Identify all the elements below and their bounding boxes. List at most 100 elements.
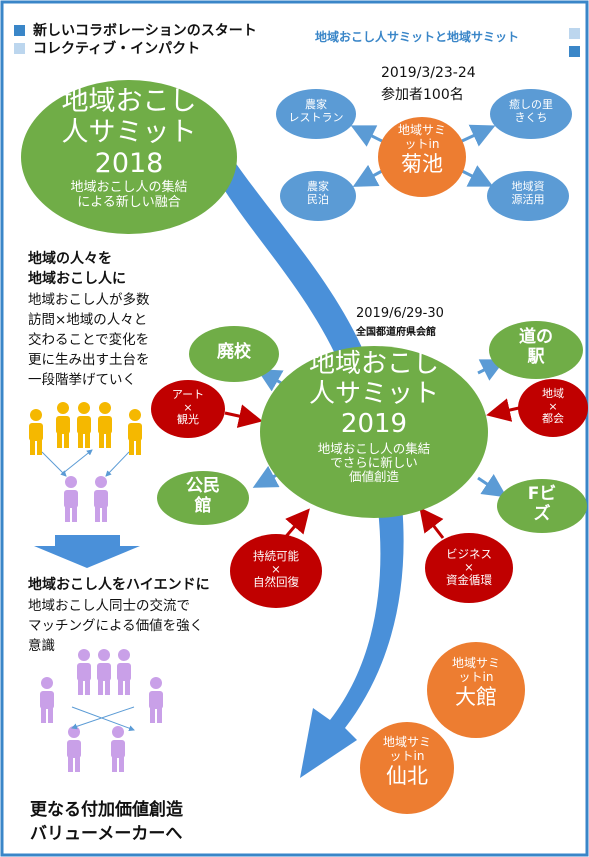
kikuchi-arrow-4 xyxy=(461,165,494,187)
header-line-2: コレクティブ・インパクト xyxy=(33,41,201,57)
business-l1: ビジネス xyxy=(446,547,492,561)
kikuchi-node-4-l1: 地域資 xyxy=(511,180,545,193)
fbiz-l1: Fビ xyxy=(527,484,557,504)
senboku-line-1: 地域サミ xyxy=(382,735,431,749)
business-l2: × xyxy=(464,560,474,575)
left-heading-2: 地域おこし人に xyxy=(28,271,126,287)
kouminkan-node xyxy=(157,471,249,525)
michinoeki-node xyxy=(489,321,583,379)
kikuchi-line-1: 地域サミ xyxy=(397,123,446,137)
summit-2019-venue: 全国都道府県会館 xyxy=(356,327,436,338)
header-bullet-2 xyxy=(14,43,25,54)
jizoku-l1: 持続可能 xyxy=(253,549,299,563)
left-body-line: 交わることで変化を xyxy=(28,332,150,348)
down-arrow xyxy=(34,535,140,568)
summit-2019-title-1: 地域おこし xyxy=(308,349,439,379)
header-bullet-1 xyxy=(14,25,25,36)
left-body2-line: 意識 xyxy=(28,638,55,654)
kikuchi-node-2 xyxy=(490,89,572,139)
chiiki-l1: 地域 xyxy=(542,387,564,400)
summit-2018-label: 地域おこし 人サミット 2018 地域おこし人の集結 による新しい融合 xyxy=(21,86,237,211)
kikuchi-participants: 参加者100名 xyxy=(381,87,464,103)
kikuchi-arrow-1 xyxy=(350,125,383,147)
summit-2019-sub-1: 地域おこし人の集結 xyxy=(317,440,431,456)
kouminkan-l1: 公民 xyxy=(186,476,220,496)
haikou-label: 廃校 xyxy=(189,342,279,363)
kikuchi-node-2-l1: 癒しの里 xyxy=(509,98,553,111)
kikuchi-arrow-2 xyxy=(461,124,496,147)
left-heading-1: 地域の人々を xyxy=(28,251,112,267)
arrow-to-fbiz xyxy=(477,474,507,498)
art-l3: 観光 xyxy=(177,413,199,427)
summit-2019-sub-2: でさらに新しい xyxy=(330,455,418,471)
chiiki-l3: 都会 xyxy=(542,412,564,426)
kikuchi-label: 地域サミ ットin 菊池 xyxy=(378,123,466,176)
left-body-1: 地域おこし人が多数 訪問×地域の人々と 交わることで変化を 更に生み出す土台を … xyxy=(28,290,150,390)
odate-name: 大館 xyxy=(455,684,497,709)
jizoku-l2: × xyxy=(271,562,281,577)
art-l1: アート xyxy=(171,388,205,401)
arrow-from-art xyxy=(224,404,263,428)
kikuchi-name: 菊池 xyxy=(401,151,443,176)
art-node xyxy=(151,380,225,438)
left-body-line: 地域おこし人が多数 xyxy=(28,292,150,308)
left-body-line: 更に生み出す土台を xyxy=(28,352,150,368)
fbiz-label: Fビ ズ xyxy=(497,484,587,524)
left-body2-line: マッチングによる価値を強く xyxy=(28,618,204,634)
kikuchi-node-4-label: 地域資 源活用 xyxy=(487,180,569,206)
people-group-1 xyxy=(29,402,142,522)
kikuchi-node-2-l2: きくち xyxy=(514,110,548,124)
chiiki-node xyxy=(518,379,588,437)
chiiki-l2: × xyxy=(548,399,558,413)
fbiz-l2: ズ xyxy=(533,503,551,524)
summit-2019-title-2: 人サミット xyxy=(308,378,439,409)
kikuchi-node-3 xyxy=(280,171,356,221)
kouminkan-label: 公民 館 xyxy=(157,476,249,516)
senboku-line-2: ットin xyxy=(389,748,425,763)
summit-2019-sub-3: 価値創造 xyxy=(348,469,399,485)
chiiki-label: 地域 × 都会 xyxy=(518,387,588,426)
summit-2018-year: 2018 xyxy=(94,148,164,180)
summit-2018-title-2: 人サミット xyxy=(61,117,197,149)
summit-2019-date: 2019/6/29-30 xyxy=(356,306,444,321)
summit-2019-label: 地域おこし 人サミット 2019 地域おこし人の集結 でさらに新しい 価値創造 xyxy=(264,349,484,485)
haikou-text: 廃校 xyxy=(217,342,251,362)
summit-2019-year: 2019 xyxy=(340,408,408,439)
michinoeki-l2: 駅 xyxy=(527,346,545,367)
kikuchi-node-3-l2: 民泊 xyxy=(307,192,329,206)
business-node xyxy=(425,533,513,603)
kikuchi-node-1-l1: 農家 xyxy=(305,98,327,111)
senboku-circle xyxy=(360,722,454,814)
jizoku-l3: 自然回復 xyxy=(253,575,299,590)
kikuchi-node-4 xyxy=(487,171,569,221)
summit-2018-sub-2: による新しい融合 xyxy=(77,195,181,211)
arrow-from-business xyxy=(419,507,445,539)
art-label: アート × 観光 xyxy=(151,388,225,427)
art-l2: × xyxy=(183,400,193,414)
header-line-1: 新しいコラボレーションのスタート xyxy=(33,23,257,39)
left-body-line: 訪問×地域の人々と xyxy=(28,312,148,328)
header-right-title: 地域おこし人サミットと地域サミット xyxy=(315,30,520,44)
odate-line-2: ットin xyxy=(458,669,494,684)
michinoeki-l1: 道の xyxy=(519,327,553,347)
footer-line-2: バリューメーカーへ xyxy=(30,824,183,844)
michinoeki-label: 道の 駅 xyxy=(489,327,583,367)
summit-2018-title-1: 地域おこし xyxy=(61,86,197,117)
flow-arrow xyxy=(215,155,404,778)
kikuchi-node-3-label: 農家 民泊 xyxy=(280,180,356,206)
left-heading-3: 地域おこし人をハイエンドに xyxy=(28,577,210,593)
kikuchi-node-3-l1: 農家 xyxy=(307,180,329,193)
senboku-name: 仙北 xyxy=(386,763,428,788)
kikuchi-node-1-label: 農家 レストラン xyxy=(276,98,356,124)
odate-line-1: 地域サミ xyxy=(451,656,500,670)
left-body-line: 一段階挙げていく xyxy=(28,372,136,388)
kikuchi-date: 2019/3/23-24 xyxy=(381,65,476,81)
left-body2-line: 地域おこし人同士の交流で xyxy=(28,598,190,614)
footer-line-1: 更なる付加価値創造 xyxy=(30,800,183,820)
kouminkan-l2: 館 xyxy=(194,495,212,516)
kikuchi-line-2: ットin xyxy=(404,136,440,151)
summit-2019-circle xyxy=(260,346,488,518)
